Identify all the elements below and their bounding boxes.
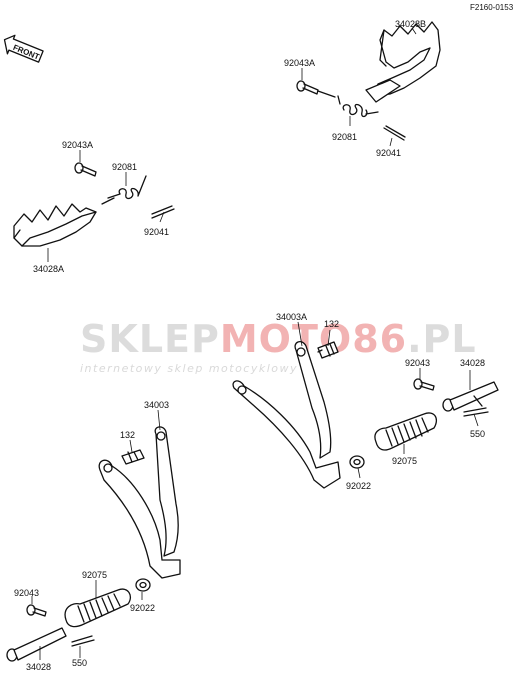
watermark: SKLEPMOTO86.PL internetowy sklep motocyk… <box>80 317 477 375</box>
spring-92081-top <box>337 95 379 118</box>
pin-92043-left <box>26 604 47 617</box>
label-34028-left: 34028 <box>26 662 51 672</box>
front-arrow-icon: FRONT <box>3 34 44 63</box>
label-550-right: 550 <box>470 429 485 439</box>
washer-92022-left <box>135 578 151 592</box>
pin-34028-right <box>442 381 499 412</box>
label-34028-right: 34028 <box>460 358 485 368</box>
label-92041-top: 92041 <box>376 148 401 158</box>
label-34003a: 34003A <box>276 312 307 322</box>
label-92043a-top: 92043A <box>284 58 315 68</box>
label-550-left: 550 <box>72 658 87 668</box>
bolt-132-left <box>121 449 145 465</box>
label-92041-left: 92041 <box>144 227 169 237</box>
cotter-550-left <box>71 635 95 647</box>
label-34003: 34003 <box>144 400 169 410</box>
svg-text:SKLEPMOTO86.PL: SKLEPMOTO86.PL <box>80 317 477 361</box>
washer-92022-right <box>349 455 365 469</box>
rubber-92075-left <box>64 588 132 628</box>
label-132-left: 132 <box>120 430 135 440</box>
pin-92043-right <box>413 378 435 391</box>
label-92022-right: 92022 <box>346 481 371 491</box>
label-92081-left: 92081 <box>112 162 137 172</box>
footpeg-34028a <box>13 203 97 247</box>
cotter-92041-left <box>151 205 175 219</box>
bolt-132-right <box>317 341 339 359</box>
footpeg-34028b <box>365 21 441 103</box>
label-92043-right: 92043 <box>405 358 430 368</box>
bracket-34003a <box>232 341 341 489</box>
label-92075-left: 92075 <box>82 570 107 580</box>
pin-34028-left <box>6 627 67 662</box>
svg-text:internetowy sklep motocyklowy: internetowy sklep motocyklowy <box>80 362 298 375</box>
pin-92043a-top <box>296 80 336 98</box>
leader-lines <box>31 27 479 660</box>
svg-text:FRONT: FRONT <box>12 43 41 62</box>
rubber-92075-right <box>374 412 438 451</box>
bracket-34003 <box>98 426 181 579</box>
label-92081-top: 92081 <box>332 132 357 142</box>
label-92043-left: 92043 <box>14 588 39 598</box>
cotter-550-right <box>463 407 489 417</box>
label-92075-right: 92075 <box>392 456 417 466</box>
label-92043a-left: 92043A <box>62 140 93 150</box>
spring-92081-left <box>101 175 147 205</box>
pin-92043a-left <box>74 162 97 177</box>
diagram-code: F2160-0153 <box>470 3 514 12</box>
label-92022-left: 92022 <box>130 603 155 613</box>
cotter-92041-top <box>383 125 406 141</box>
label-34028b: 34028B <box>395 19 426 29</box>
label-132-right: 132 <box>324 319 339 329</box>
label-34028a: 34028A <box>33 264 64 274</box>
